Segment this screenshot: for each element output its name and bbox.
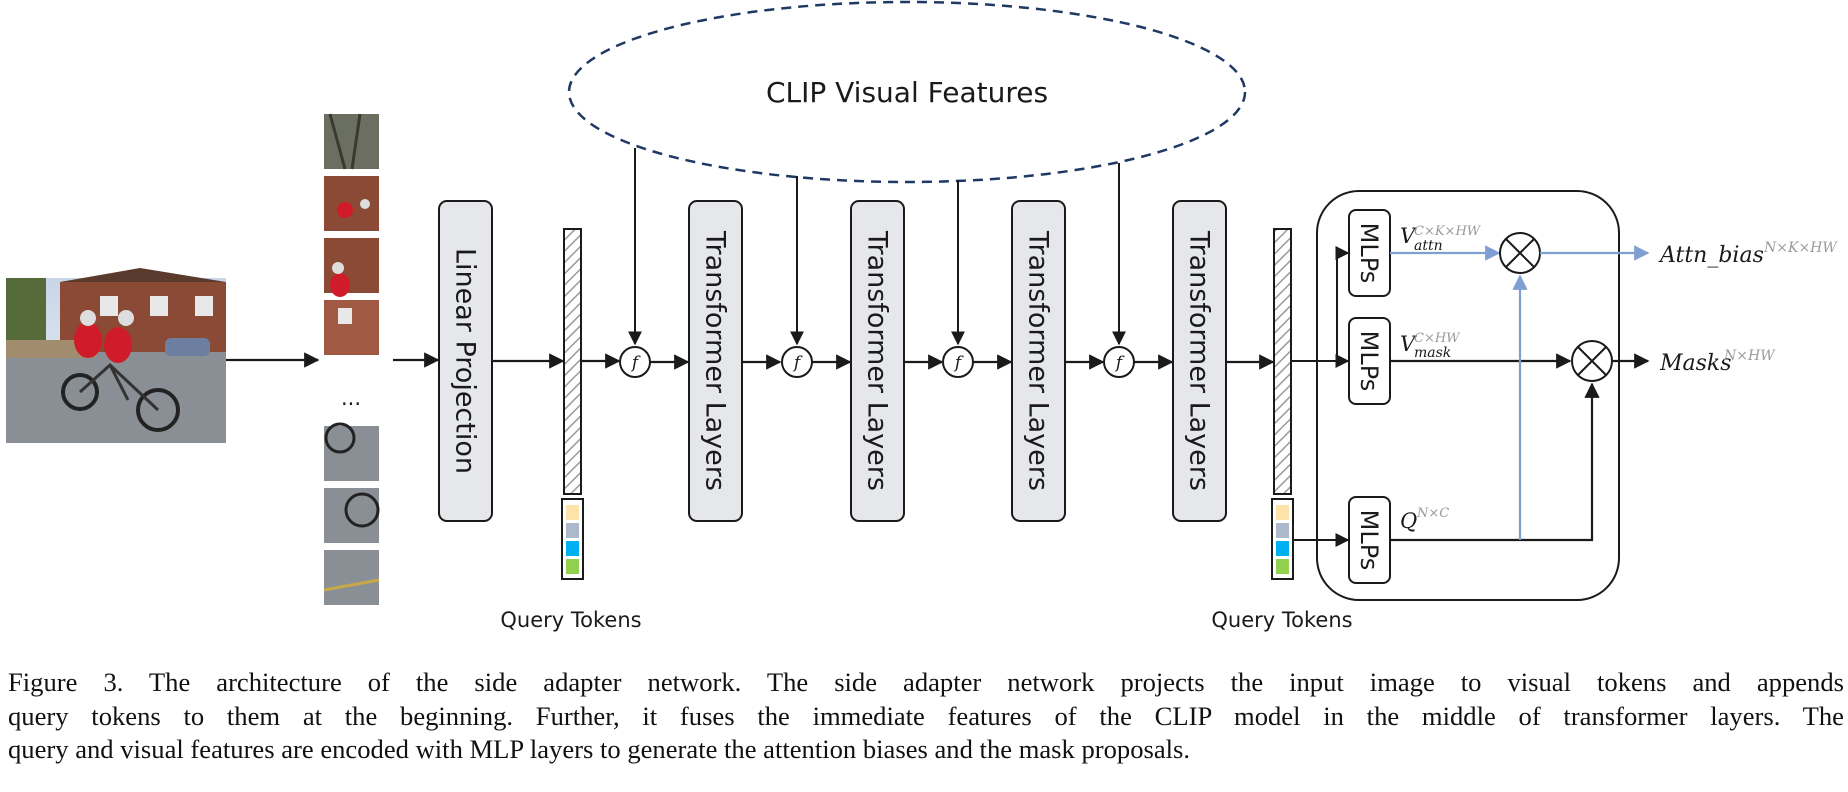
svg-text:Transformer Layers: Transformer Layers [700,230,731,491]
svg-text:MLPs: MLPs [1355,331,1383,392]
svg-text:f: f [630,353,641,373]
svg-text:Q: Q [1400,509,1417,533]
query-tokens-label-right: Query Tokens [1211,608,1352,632]
svg-text:f: f [792,353,803,373]
fusion-node-1: f [619,346,651,378]
v-mask-label: V mask C×HW [1400,331,1461,361]
transformer-block-2: Transformer Layers [850,200,905,522]
multiply-node-attn [1499,232,1541,274]
mlp-box-attn: MLPs [1348,209,1391,297]
linear-projection-label: Linear Projection [450,248,481,474]
svg-text:mask: mask [1414,345,1451,361]
caption-line-1: Figure 3. The architecture of the side a… [8,667,1844,697]
svg-text:Masks: Masks [1659,351,1732,376]
fusion-node-4: f [1103,346,1135,378]
visual-token-strip-left [563,228,582,495]
visual-token-strip-right [1273,228,1292,495]
caption-line-2: query tokens to them at the beginning. F… [8,700,1844,731]
transformer-block-1: Transformer Layers [688,200,743,522]
svg-text:Attn_bias: Attn_bias [1658,243,1764,268]
multiply-node-mask [1571,340,1613,382]
input-image [6,268,226,443]
q-label: Q N×C [1400,506,1449,533]
clip-visual-features: CLIP Visual Features [567,0,1247,184]
svg-text:Transformer Layers: Transformer Layers [862,230,893,491]
svg-text:V: V [1400,332,1417,356]
image-patches: ... [323,113,380,605]
query-tokens-label-left: Query Tokens [500,608,641,632]
svg-text:N×K×HW: N×K×HW [1763,240,1838,256]
transformer-block-4: Transformer Layers [1172,200,1227,522]
svg-text:MLPs: MLPs [1355,510,1383,571]
svg-text:f: f [953,353,964,373]
mlp-box-query: MLPs [1348,496,1391,584]
figure-caption: Figure 3. The architecture of the side a… [8,666,1844,767]
v-attn-label: V attn C×K×HW [1400,224,1482,254]
transformer-block-3: Transformer Layers [1011,200,1066,522]
svg-text:V: V [1400,224,1417,248]
svg-text:Transformer Layers: Transformer Layers [1023,230,1054,491]
linear-projection-block: Linear Projection [438,200,493,522]
mlp-box-mask: MLPs [1348,317,1391,405]
svg-text:N×HW: N×HW [1723,348,1776,364]
fusion-node-3: f [942,346,974,378]
svg-text:MLPs: MLPs [1355,223,1383,284]
query-token-strip-left [561,498,584,580]
svg-text:C×HW: C×HW [1414,331,1461,346]
query-token-strip-right [1271,498,1294,580]
patch-ellipsis: ... [341,386,361,410]
svg-text:f: f [1114,353,1125,373]
svg-text:attn: attn [1414,238,1443,254]
svg-text:C×K×HW: C×K×HW [1414,224,1482,239]
svg-text:Transformer Layers: Transformer Layers [1184,230,1215,491]
svg-text:N×C: N×C [1416,506,1449,521]
mlp-head-container [1316,190,1620,601]
masks-output-label: Masks N×HW [1659,348,1776,376]
clip-visual-features-label: CLIP Visual Features [766,76,1048,109]
attn-bias-output-label: Attn_bias N×K×HW [1658,240,1838,268]
caption-line-3: query and visual features are encoded wi… [8,734,1191,764]
architecture-diagram: ... Linear Projection Query Tokens CLIP … [6,0,1838,632]
fusion-node-2: f [781,346,813,378]
